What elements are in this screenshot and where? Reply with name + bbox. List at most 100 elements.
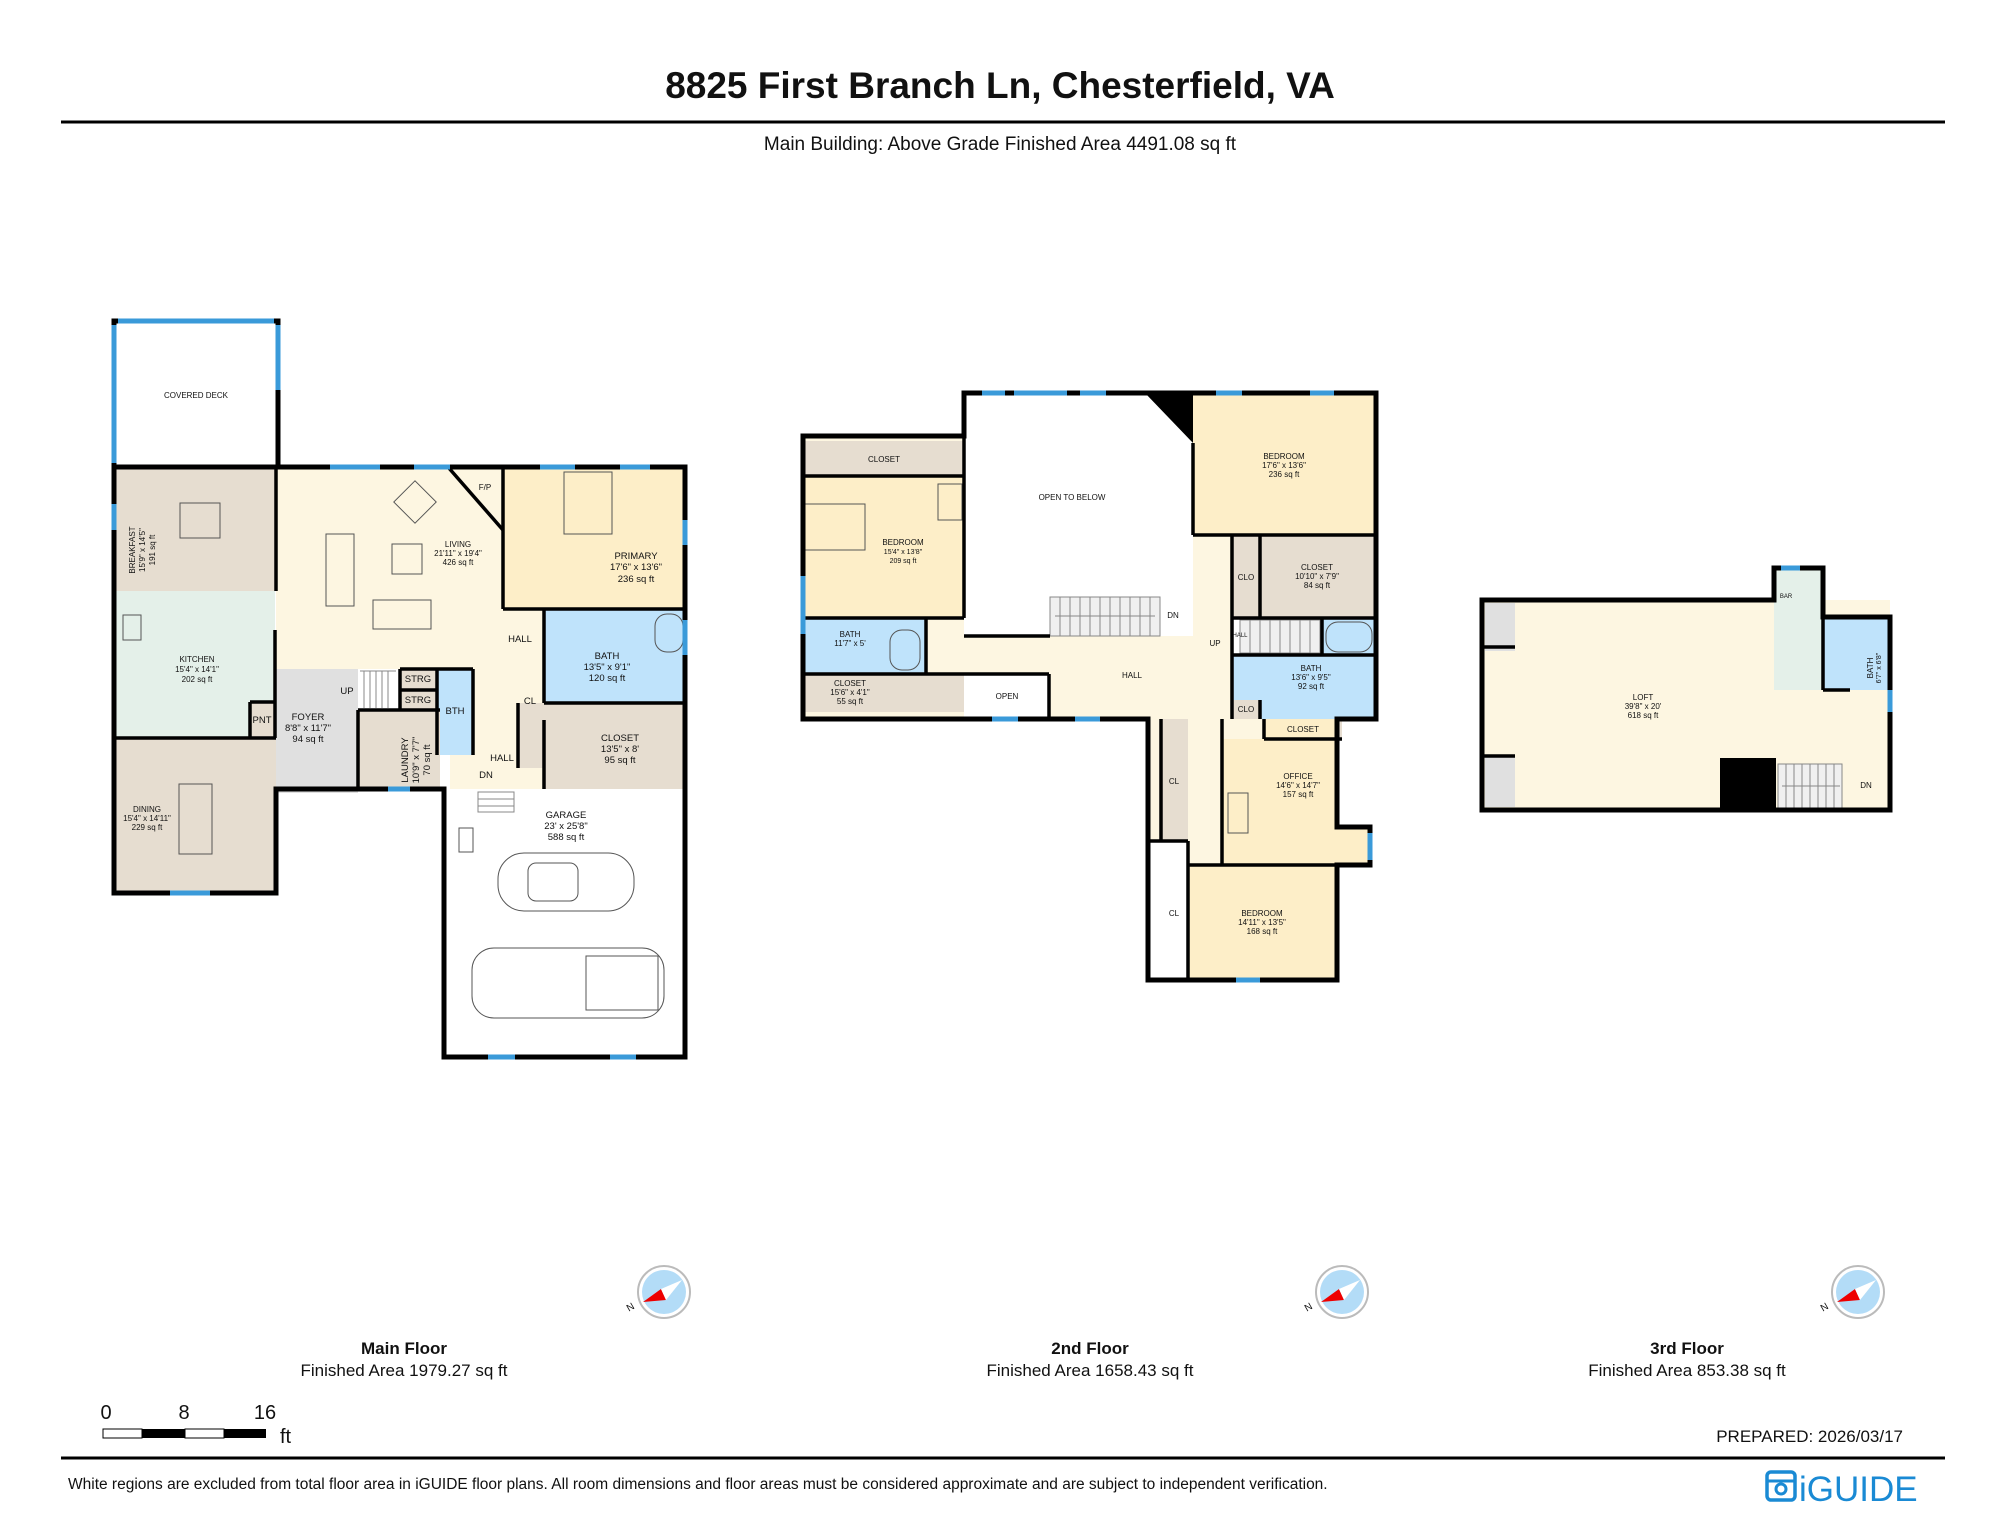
room-bath-3 (1823, 617, 1890, 690)
label-hall-2: HALL (490, 753, 514, 764)
scale-unit: ft (280, 1426, 292, 1448)
chimney (1145, 393, 1193, 443)
third-floor-plan: LOFT 39'8" x 20' 618 sq ft BAR BATH 6'7"… (1479, 565, 1893, 813)
room-dims: 13'6" x 9'5" (1291, 673, 1331, 682)
furniture (122, 471, 684, 855)
room-name: GARAGE (546, 810, 587, 821)
label-office: OFFICE 14'6" x 14'7" 157 sq ft (1276, 772, 1320, 799)
compass-icon: N (1303, 1265, 1369, 1319)
room-dims: 6'7" x 6'8" (1876, 652, 1883, 683)
room-cl (518, 703, 544, 768)
label-covered-deck: COVERED DECK (164, 391, 229, 400)
room-area: 588 sq ft (548, 832, 585, 843)
scale-bar: 0 8 16 ft (100, 1402, 291, 1448)
logo-icon (1765, 1470, 1797, 1502)
room-area: 236 sq ft (618, 574, 655, 585)
room-office (1222, 719, 1370, 865)
room-area: 426 sq ft (443, 558, 474, 567)
label-bth: BTH (446, 706, 465, 717)
label-hall-small: HALL (1232, 633, 1248, 639)
label-open: OPEN (996, 692, 1019, 701)
label-closet-office: CLOSET (1287, 725, 1319, 734)
main-floor-plan: COVERED DECK BREAKFAST 15'9" x 14'5" 191… (111, 318, 688, 1060)
room-name: KITCHEN (179, 655, 214, 664)
room-closet-top (803, 441, 964, 476)
prepared-date: PREPARED: 2026/03/17 (1716, 1427, 1903, 1446)
knee-wall-2 (1485, 756, 1515, 807)
room-name: LAUNDRY (400, 737, 411, 783)
room-open-to-below (964, 393, 1193, 636)
label-bedroom-left: BEDROOM 15'4" x 13'8" 209 sq ft (882, 538, 924, 565)
north-label: N (625, 1301, 637, 1314)
room-foyer (276, 669, 358, 793)
room-area: 157 sq ft (1283, 790, 1314, 799)
room-dims: 17'6" x 13'6" (610, 562, 662, 573)
label-bath-left: BATH 11'7" x 5' (834, 630, 866, 648)
label-clo-2: CLO (1238, 705, 1254, 714)
room-area: 55 sq ft (837, 697, 864, 706)
label-storage-1: STRG (405, 674, 431, 685)
label-garage: GARAGE 23' x 25'8" 588 sq ft (544, 810, 587, 843)
room-name: CLOSET (601, 733, 639, 744)
room-name: LOFT (1633, 693, 1654, 702)
label-bedroom-bottom: BEDROOM 14'11" x 13'5" 168 sq ft (1238, 909, 1286, 936)
room-name: BEDROOM (1263, 452, 1305, 461)
iguide-logo: iGUIDE (1765, 1470, 1918, 1509)
room-name: LIVING (445, 540, 471, 549)
room-area: 209 sq ft (890, 558, 917, 565)
room-name: PRIMARY (614, 551, 658, 562)
label-bedroom-right: BEDROOM 17'6" x 13'6" 236 sq ft (1262, 452, 1306, 479)
label-dn: DN (479, 770, 493, 781)
label-dining: DINING 15'4" x 14'11" 229 sq ft (123, 805, 171, 832)
room-dims: 11'7" x 5' (834, 639, 866, 648)
room-area: 618 sq ft (1628, 711, 1659, 720)
compass-icon: N (625, 1265, 691, 1319)
room-dims: 8'8" x 11'7" (285, 723, 331, 734)
label-cl-2: CL (1169, 909, 1180, 918)
room-dims: 10'9" x 7'7" (411, 737, 422, 784)
truck-icon (471, 947, 665, 1019)
room-garage (444, 789, 685, 1057)
room-dims: 15'4" x 14'1" (175, 665, 219, 674)
scale-tick: 16 (254, 1402, 276, 1424)
label-bar: BAR (1780, 594, 1793, 600)
room-laundry (358, 710, 440, 789)
room-area: 202 sq ft (182, 675, 213, 684)
room-dims: 14'11" x 13'5" (1238, 918, 1286, 927)
room-dining (114, 738, 276, 893)
third-floor-area: Finished Area 853.38 sq ft (1588, 1361, 1786, 1380)
car-icon (497, 852, 635, 912)
page-title: 8825 First Branch Ln, Chesterfield, VA (665, 65, 1335, 106)
third-floor-exterior-walls (1479, 565, 1893, 813)
main-floor-area: Finished Area 1979.27 sq ft (301, 1361, 508, 1380)
room-pantry (250, 702, 275, 738)
room-name: BEDROOM (882, 538, 924, 547)
label-hall: HALL (508, 634, 532, 645)
label-clo-1: CLO (1238, 573, 1254, 582)
label-kitchen: KITCHEN 15'4" x 14'1" 202 sq ft (175, 655, 219, 684)
label-open-to-below: OPEN TO BELOW (1039, 493, 1106, 502)
label-cl-1: CL (1169, 777, 1180, 786)
second-floor-stairs (1049, 596, 1321, 654)
disclaimer: White regions are excluded from total fl… (68, 1476, 1328, 1493)
room-name: BATH (1301, 664, 1322, 673)
room-breakfast (114, 467, 276, 591)
room-area: 84 sq ft (1304, 581, 1331, 590)
room-clo-2 (1232, 700, 1260, 719)
room-name: BEDROOM (1241, 909, 1283, 918)
scale-tick: 0 (100, 1402, 111, 1424)
second-floor-plan: CLOSET BEDROOM 15'4" x 13'8" 209 sq ft O… (800, 390, 1379, 983)
interior-walls-3 (1482, 617, 1850, 758)
windows (111, 318, 688, 1060)
label-closet: CLOSET 13'5" x 8' 95 sq ft (601, 733, 639, 766)
main-floor-title: Main Floor (361, 1339, 447, 1358)
room-name: BREAKFAST (128, 526, 137, 573)
room-name: DINING (133, 805, 161, 814)
room-dims: 10'10" x 7'9" (1295, 572, 1339, 581)
room-name: OFFICE (1283, 772, 1312, 781)
label-bath: BATH 13'5" x 9'1" 120 sq ft (584, 651, 631, 684)
label-closet-top: CLOSET (868, 455, 900, 464)
room-area: 229 sq ft (132, 823, 163, 832)
room-area: 120 sq ft (589, 673, 626, 684)
room-dims: 14'6" x 14'7" (1276, 781, 1320, 790)
